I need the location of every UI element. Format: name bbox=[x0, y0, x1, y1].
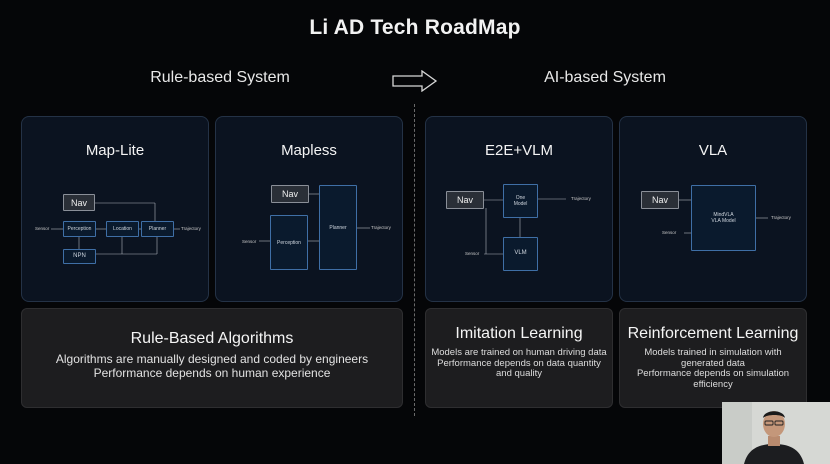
vla-card: VLA Nav Sensor MindVLA VLA Model Traject… bbox=[619, 116, 807, 302]
trajectory-label: Trajectory bbox=[571, 196, 591, 201]
nav-node: Nav bbox=[641, 191, 679, 209]
panel-line: generated data bbox=[681, 357, 745, 369]
nav-node: Nav bbox=[63, 194, 95, 211]
reinforcement-learning-panel: Reinforcement Learning Models trained in… bbox=[619, 308, 807, 408]
card-title: VLA bbox=[698, 142, 728, 159]
rule-based-algorithms-panel: Rule-Based Algorithms Algorithms are man… bbox=[21, 308, 403, 408]
sensor-label: Sensor bbox=[662, 230, 677, 235]
planner-node: Planner bbox=[319, 185, 357, 270]
e2e-vlm-card: E2E+VLM Nav One Model Trajectory Sensor … bbox=[425, 116, 613, 302]
mapless-connectors bbox=[259, 193, 370, 242]
vla-connectors bbox=[679, 199, 768, 234]
panel-line: Performance depends on human experience bbox=[93, 366, 331, 380]
e2e-vlm-connectors bbox=[484, 198, 566, 255]
panel-title: Reinforcement Learning bbox=[627, 325, 799, 342]
trajectory-label: Trajectory bbox=[181, 226, 201, 231]
section-divider bbox=[414, 104, 415, 416]
ai-based-heading: AI-based System bbox=[544, 69, 666, 86]
planner-node: Planner bbox=[141, 221, 174, 237]
trajectory-label: Trajectory bbox=[371, 225, 391, 230]
mapless-card: Mapless Nav Sensor Perception Planner Tr… bbox=[215, 116, 403, 302]
model-label-line2: VLA Model bbox=[711, 218, 736, 224]
panel-line: and quality bbox=[496, 368, 542, 379]
panel-line: Models are trained on human driving data bbox=[431, 347, 607, 358]
panel-line: Performance depends on data quantity bbox=[437, 357, 601, 369]
vlm-node: VLM bbox=[503, 237, 538, 271]
right-arrow-icon bbox=[392, 70, 438, 92]
sensor-label: Sensor bbox=[465, 251, 480, 256]
panel-title: Imitation Learning bbox=[455, 325, 583, 342]
nav-node: Nav bbox=[446, 191, 484, 209]
imitation-learning-panel: Imitation Learning Models are trained on… bbox=[425, 308, 613, 408]
model-label-line1: MindVLA bbox=[713, 212, 734, 218]
sensor-label: Sensor bbox=[35, 226, 50, 231]
presenter-avatar bbox=[722, 402, 830, 464]
card-title: Mapless bbox=[281, 142, 337, 159]
one-model-label-line1: One bbox=[515, 195, 526, 201]
panel-line: Models trained in simulation with bbox=[644, 347, 782, 358]
panel-title: Rule-Based Algorithms bbox=[130, 330, 294, 347]
panel-line: Performance depends on simulation bbox=[636, 368, 790, 379]
location-node: Location bbox=[106, 221, 139, 237]
panel-line: efficiency bbox=[693, 378, 733, 390]
npn-node: NPN bbox=[63, 249, 96, 264]
one-model-node: One Model bbox=[503, 184, 538, 218]
webcam-thumbnail bbox=[722, 402, 830, 464]
panel-line: Algorithms are manually designed and cod… bbox=[55, 352, 369, 366]
card-title: E2E+VLM bbox=[485, 142, 553, 159]
map-lite-card: Map-Lite Nav Sensor Perception Location … bbox=[21, 116, 209, 302]
perception-node: Perception bbox=[63, 221, 96, 237]
trajectory-label: Trajectory bbox=[771, 215, 791, 220]
map-lite-connectors bbox=[51, 202, 180, 255]
card-title: Map-Lite bbox=[85, 142, 145, 159]
mindvla-model-node: MindVLA VLA Model bbox=[691, 185, 756, 251]
perception-node: Perception bbox=[270, 215, 308, 270]
one-model-label-line2: Model bbox=[513, 201, 528, 207]
nav-node: Nav bbox=[271, 185, 309, 203]
sensor-label: Sensor bbox=[242, 239, 257, 244]
page-title: Li AD Tech RoadMap bbox=[309, 16, 521, 39]
rule-based-heading: Rule-based System bbox=[150, 69, 290, 86]
